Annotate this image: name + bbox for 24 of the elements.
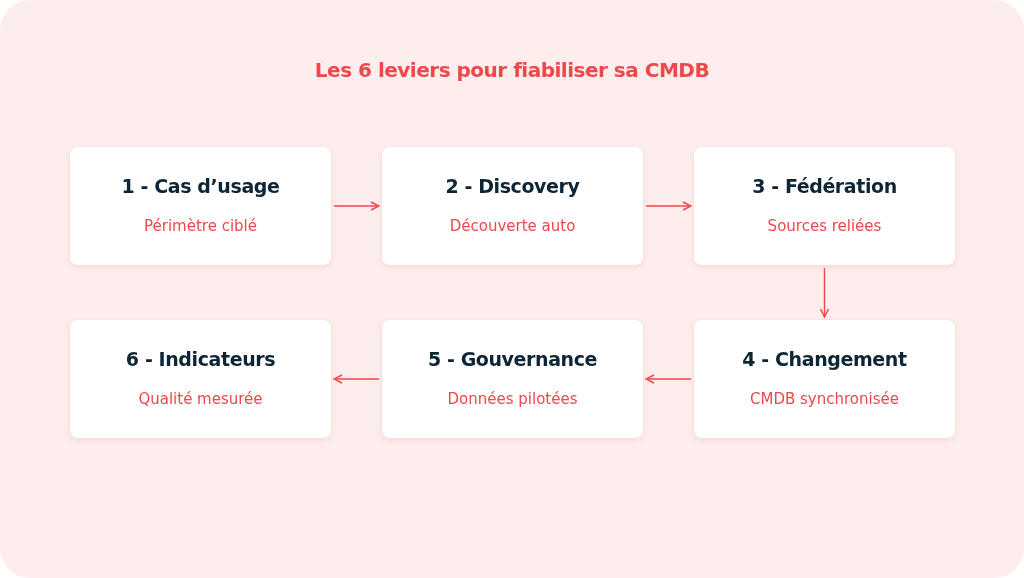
step-card (382, 147, 643, 265)
step-subtitle: CMDB synchronisée (750, 390, 899, 408)
step-subtitle: Qualité mesurée (138, 390, 263, 408)
arrow (645, 374, 692, 384)
step-subtitle: Périmètre ciblé (144, 217, 257, 235)
step-card (70, 147, 331, 265)
step-subtitle: Sources reliées (767, 217, 882, 235)
step-title: 4 - Changement (742, 348, 907, 370)
step-title: 2 - Discovery (445, 175, 580, 197)
arrow (819, 267, 830, 318)
step-title: 1 - Cas d’usage (121, 175, 280, 197)
diagram-title: Les 6 leviers pour fiabiliser sa CMDB (314, 58, 710, 82)
step-card (694, 147, 955, 265)
step-subtitle: Données pilotées (447, 390, 578, 408)
step-card (382, 320, 643, 438)
step-card (70, 320, 331, 438)
arrow (333, 201, 380, 211)
step-title: 6 - Indicateurs (125, 348, 276, 370)
arrow (645, 201, 692, 211)
step-title: 5 - Gouvernance (427, 348, 598, 370)
step-title: 3 - Fédération (752, 175, 897, 197)
step-card (694, 320, 955, 438)
arrow (333, 374, 380, 384)
step-subtitle: Découverte auto (449, 217, 576, 235)
